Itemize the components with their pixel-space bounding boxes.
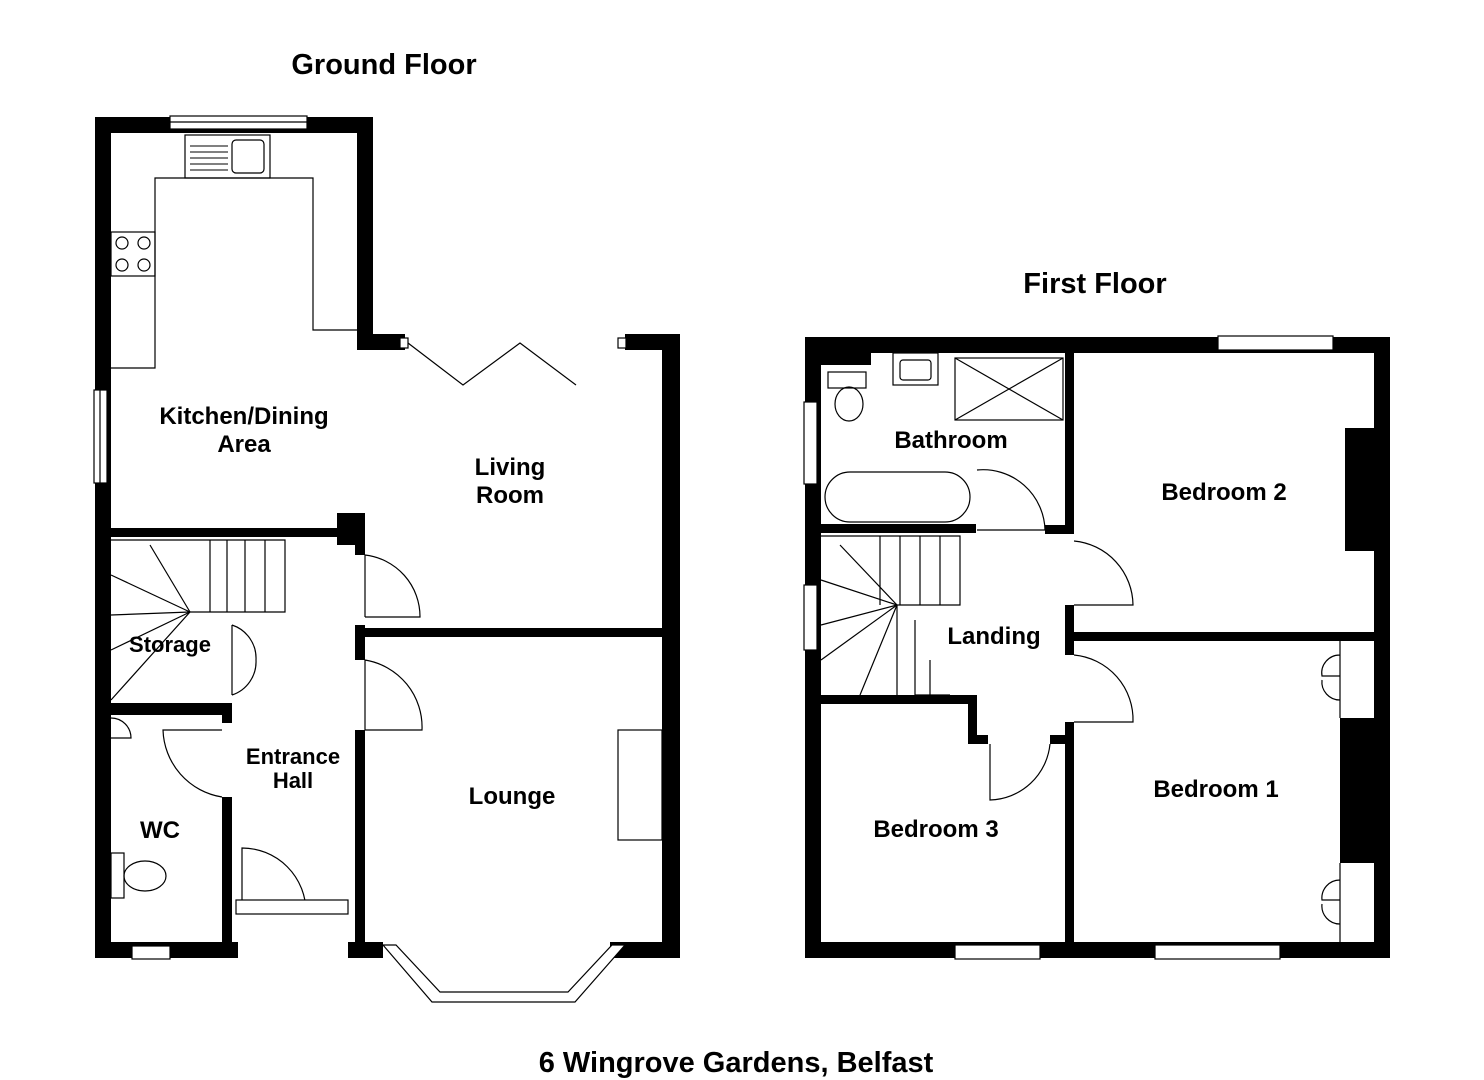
first-floor-title: First Floor: [1023, 268, 1166, 300]
hob: [110, 231, 156, 277]
window: [131, 945, 171, 960]
wall: [357, 334, 405, 350]
first-floor-plan: [803, 335, 1390, 960]
living-room-label-line2: Room: [476, 482, 544, 509]
bathroom-sink: [892, 352, 939, 386]
door: [364, 554, 421, 618]
wc-label: WC: [140, 817, 180, 844]
wc-basin: [110, 717, 132, 739]
wall: [348, 942, 383, 958]
address-title: 6 Wingrove Gardens, Belfast: [539, 1047, 934, 1079]
kitchen-label-line2: Area: [217, 431, 271, 458]
ground-floor-plan: [93, 115, 680, 1003]
ground-floor-title: Ground Floor: [291, 49, 476, 81]
bedroom1-label: Bedroom 1: [1153, 776, 1278, 803]
staircase: [110, 539, 286, 701]
shower: [954, 357, 1064, 421]
door: [364, 659, 423, 731]
toilet: [834, 386, 864, 422]
living-room-label: Living: [475, 454, 546, 481]
bathroom-label: Bathroom: [894, 427, 1007, 454]
sink: [184, 134, 271, 179]
staircase: [820, 535, 961, 696]
entrance-hall-label-line2: Hall: [273, 768, 313, 793]
wall: [662, 334, 680, 958]
storage-door: [231, 624, 257, 696]
lounge-label: Lounge: [469, 783, 556, 810]
bath: [824, 471, 971, 523]
wall: [95, 117, 111, 958]
fireplace: [617, 729, 663, 841]
wall: [610, 942, 680, 958]
kitchen-label: Kitchen/Dining: [159, 403, 328, 430]
storage-label: Storage: [129, 632, 211, 657]
landing-label: Landing: [947, 623, 1040, 650]
door: [162, 729, 223, 798]
toilet: [123, 860, 167, 892]
bifold-door: [407, 342, 577, 386]
entrance-hall-label: Entrance: [246, 744, 340, 769]
bedroom2-label: Bedroom 2: [1161, 479, 1286, 506]
wall: [357, 117, 373, 350]
bay-window: [381, 944, 627, 1003]
bedroom3-label: Bedroom 3: [873, 816, 998, 843]
